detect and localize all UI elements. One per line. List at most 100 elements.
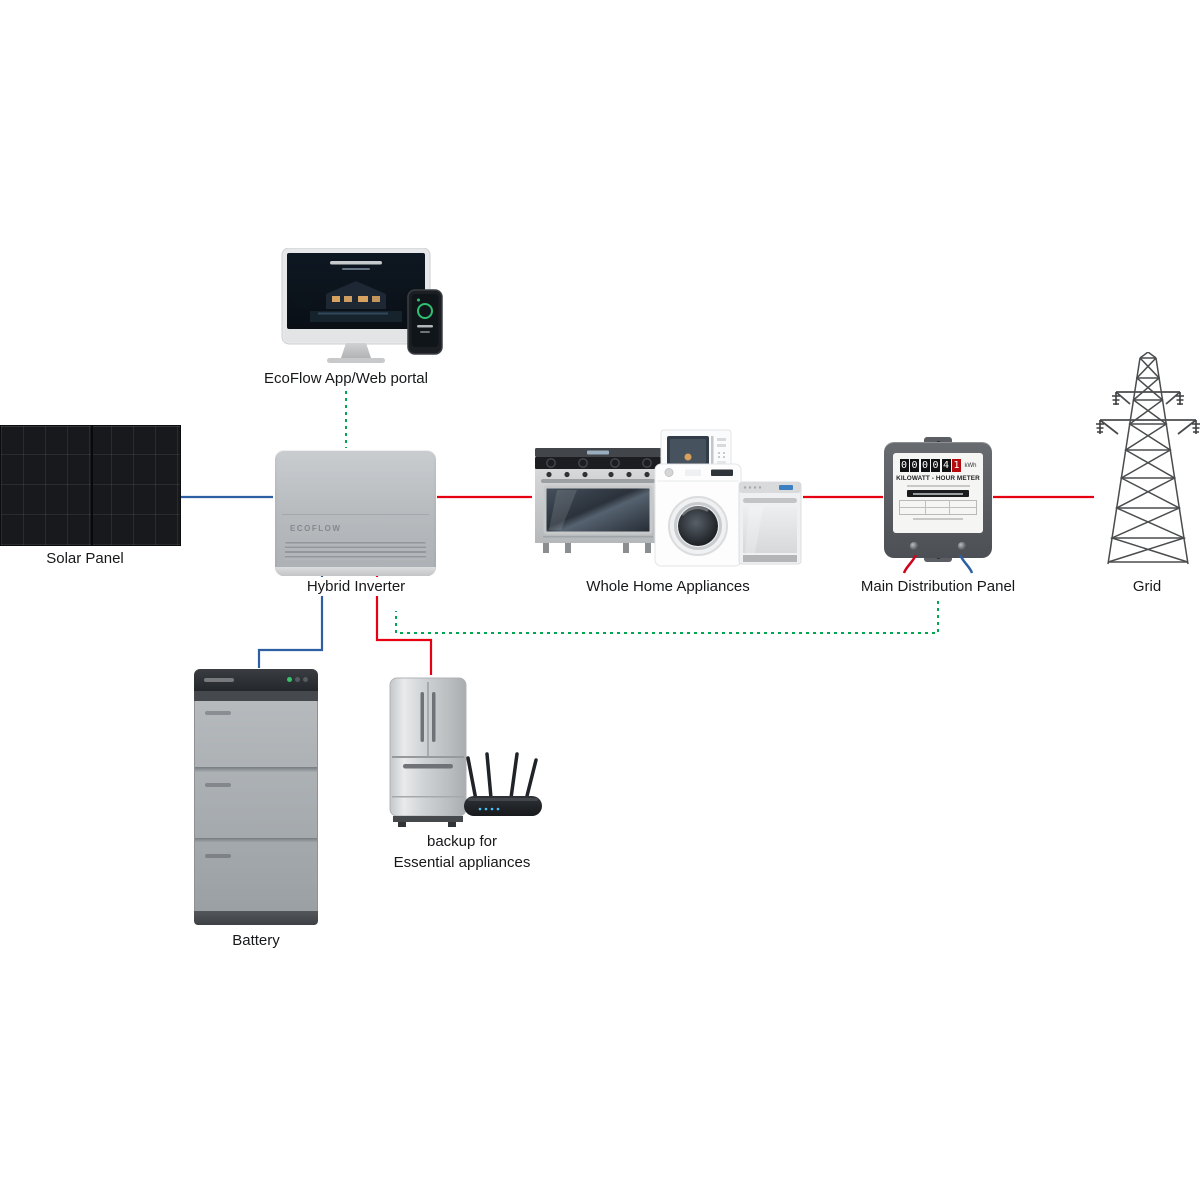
meter-spec-table — [899, 500, 977, 515]
phone-status-dot — [417, 298, 420, 302]
microwave-control-panel — [717, 438, 726, 465]
dishwasher-sheen — [745, 507, 763, 553]
freezer-handle — [403, 764, 453, 769]
screen-tree-left — [293, 291, 311, 309]
fridge-base — [393, 816, 463, 822]
meter-wires — [902, 555, 974, 574]
fridge-handle-left — [420, 692, 424, 742]
app-web-portal-device — [281, 248, 443, 363]
inverter-vents — [285, 542, 426, 560]
inverter-bottom-strip — [275, 567, 436, 576]
battery-module-label — [205, 711, 231, 715]
wifi-router — [464, 752, 542, 816]
label-grid: Grid — [1128, 577, 1166, 596]
washer-knob — [664, 468, 674, 477]
tower-insulators — [1096, 392, 1200, 434]
label-appliances: Whole Home Appliances — [582, 577, 754, 596]
fridge-mid-seam — [392, 756, 464, 758]
fridge-handle-right — [432, 692, 436, 742]
main-distribution-panel-device: 0 0 0 0 4 1 kWh KILOWATT - HOUR METER — [884, 437, 992, 574]
meter-terminal-right — [958, 542, 966, 550]
range-stove — [535, 448, 661, 553]
label-hybrid-inverter: Hybrid Inverter — [302, 577, 410, 596]
battery-top-cap — [194, 669, 318, 691]
washer-door-inner-ring — [674, 502, 722, 550]
label-backup: backup for Essential appliances — [389, 831, 535, 873]
monitor-chin — [284, 329, 428, 342]
whole-home-appliances-device — [535, 429, 802, 567]
phone-energy-ring — [417, 303, 433, 319]
washer-display — [711, 469, 733, 476]
ac-line-inverter-to-backup — [375, 576, 433, 675]
phone-text-bar — [420, 331, 430, 333]
house-window — [332, 296, 340, 302]
grid-tower-device — [1096, 352, 1200, 565]
stove-burners — [546, 458, 652, 468]
tower-crossarms — [1099, 391, 1197, 435]
microwave-handle — [711, 436, 714, 466]
router-leds — [478, 807, 500, 811]
refrigerator — [389, 677, 467, 827]
screen-subtext — [342, 268, 370, 270]
dishwasher-control-strip — [739, 482, 801, 493]
screen-headline-text — [330, 261, 382, 265]
solar-panel-divider — [90, 426, 93, 545]
battery-device — [194, 669, 318, 925]
meter-decimal-digit: 1 — [952, 459, 961, 472]
label-battery: Battery — [228, 931, 284, 950]
meter-disc-window — [907, 490, 969, 497]
screen-pool-reflection — [318, 312, 388, 315]
solar-panel-device — [0, 425, 181, 546]
label-solar-panel: Solar Panel — [42, 549, 128, 568]
meter-body: 0 0 0 0 4 1 kWh KILOWATT - HOUR METER — [884, 442, 992, 558]
oven-glass-reflection — [549, 490, 577, 530]
battery-module-seam — [195, 838, 317, 843]
dishwasher-buttons — [743, 486, 762, 489]
smartphone — [407, 289, 443, 355]
battery-control-strip — [194, 691, 318, 701]
house-window — [372, 296, 380, 302]
meter-digit-display: 0 0 0 0 4 1 kWh — [893, 459, 983, 472]
stove-cooktop — [535, 457, 661, 469]
fridge-foot — [398, 822, 406, 827]
dishwasher — [738, 481, 802, 565]
house-window — [344, 296, 352, 302]
tower-lattice — [1107, 352, 1189, 565]
stove-display — [587, 450, 609, 455]
meter-unit-label: kWh — [964, 462, 977, 469]
washing-machine — [654, 463, 742, 567]
meter-digit: 0 — [910, 459, 919, 472]
dishwasher-door — [743, 507, 797, 553]
battery-base — [194, 911, 318, 925]
dishwasher-handle — [743, 498, 797, 503]
microwave-food — [684, 453, 692, 461]
stove-drawer-seam — [543, 536, 653, 538]
meter-wire-blue — [958, 555, 974, 574]
screen-foreground — [310, 311, 402, 322]
stove-legs — [543, 543, 651, 553]
washer-detergent-tray — [685, 469, 701, 476]
battery-module-stack — [194, 701, 318, 911]
router-antennas — [466, 752, 538, 802]
house-window — [358, 296, 368, 302]
hybrid-inverter-device: ECOFLOW — [275, 450, 436, 576]
meter-face: 0 0 0 0 4 1 kWh KILOWATT - HOUR METER — [893, 453, 983, 533]
washer-drum — [678, 506, 718, 546]
washer-glass-highlight — [681, 506, 709, 516]
meter-digit: 0 — [920, 459, 930, 472]
microwave — [660, 429, 732, 473]
label-app-portal: EcoFlow App/Web portal — [260, 369, 432, 388]
label-backup-line1: backup for — [426, 833, 498, 850]
router-top-highlight — [468, 798, 538, 801]
battery-module-seam — [195, 767, 317, 772]
screen-house-silhouette — [326, 281, 386, 309]
microwave-window — [670, 439, 706, 463]
dishwasher-kickplate — [743, 555, 797, 562]
phone-text-bar — [417, 325, 433, 328]
battery-status-leds — [287, 677, 308, 682]
meter-title: KILOWATT - HOUR METER — [896, 475, 980, 482]
oven-handle — [541, 479, 655, 483]
dishwasher-display — [779, 485, 793, 490]
